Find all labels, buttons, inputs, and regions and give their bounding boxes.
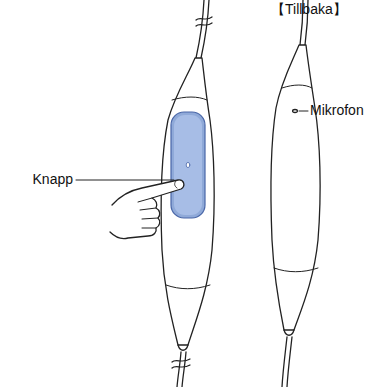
remote-end — [284, 330, 294, 335]
button-dot — [186, 162, 190, 167]
cable — [287, 337, 292, 387]
cable — [201, 0, 209, 58]
cable — [182, 352, 186, 387]
finger-line — [142, 228, 156, 229]
leader-line — [76, 180, 174, 181]
part-label: Knapp — [33, 172, 73, 187]
seam-line — [274, 268, 318, 272]
fingernail — [175, 181, 177, 188]
finger-line — [142, 218, 158, 219]
part-label: Mikrofon — [310, 103, 364, 118]
seam-line — [166, 285, 210, 289]
break-mark — [196, 23, 212, 26]
seam-line — [172, 97, 207, 100]
finger-line — [138, 198, 152, 202]
cable — [177, 352, 181, 387]
leader-line — [299, 111, 308, 112]
break-mark — [172, 359, 190, 362]
button-face — [174, 115, 202, 215]
view-heading: 【Tillbaka】 — [271, 2, 347, 17]
hand — [110, 180, 184, 239]
break-mark — [172, 365, 190, 368]
cable — [282, 337, 287, 387]
remote-body — [271, 45, 320, 330]
microphone-hole — [293, 110, 298, 113]
finger-line — [140, 208, 156, 210]
remote-end — [178, 345, 188, 350]
break-mark — [196, 17, 212, 20]
button — [171, 112, 205, 218]
remote-body — [161, 58, 214, 345]
seam-line — [282, 85, 312, 88]
